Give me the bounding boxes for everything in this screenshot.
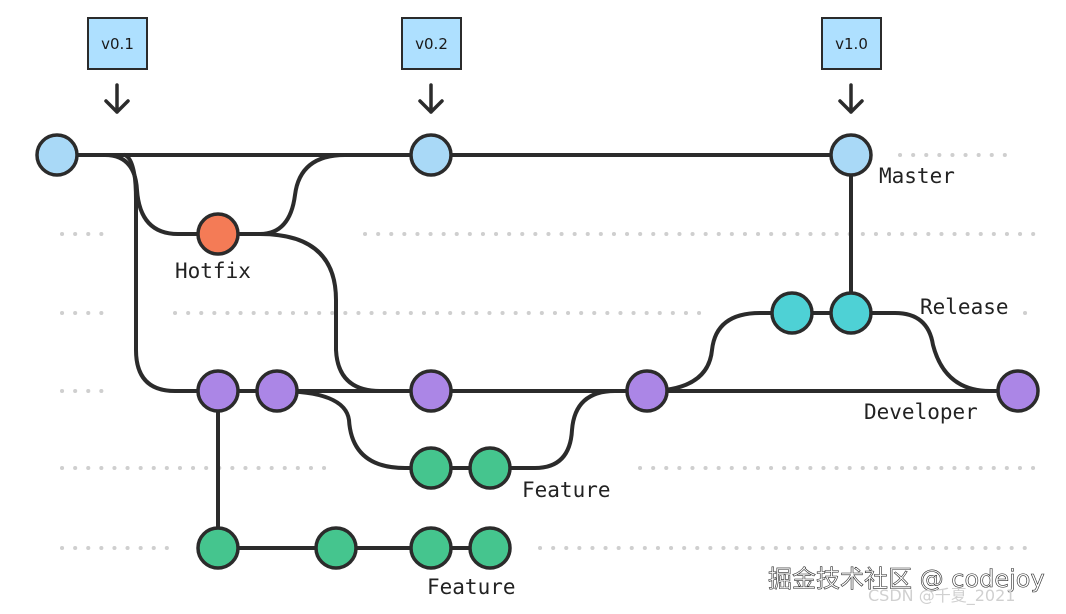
master-commit	[35, 133, 79, 177]
developer-commit	[255, 369, 299, 413]
tag-label: v0.1	[101, 35, 134, 53]
developer-commit	[196, 369, 240, 413]
tag-v0-1: v0.1	[87, 17, 148, 114]
release-commit	[829, 291, 873, 335]
tag-v0-2: v0.2	[401, 17, 462, 114]
release-merge-developer-edge	[849, 311, 992, 393]
tag-box	[401, 17, 462, 70]
hotfix-merge-developer-edge	[258, 232, 382, 393]
lane-labels: Master Hotfix Release Developer Feature …	[175, 164, 1009, 599]
feature1-merge-edge	[488, 389, 617, 470]
down-arrow-icon	[838, 83, 864, 114]
feature1-fork-edge	[275, 389, 492, 470]
developer-commit	[409, 369, 453, 413]
release-fork-edge	[645, 311, 853, 393]
feature-commit	[409, 526, 453, 570]
guide-lines	[60, 153, 1037, 550]
master-commit	[409, 133, 453, 177]
branch-edges	[55, 153, 1020, 550]
developer-commit	[996, 369, 1040, 413]
tag-box	[821, 17, 882, 70]
down-arrow-icon	[104, 83, 130, 114]
developer-fork-edge	[123, 153, 220, 393]
release-commit	[770, 291, 814, 335]
feature-commit	[468, 526, 512, 570]
watermark: 掘金技术社区 @ codejoy CSDN @千夏_2021	[768, 565, 1045, 606]
hotfix-commit	[196, 212, 240, 256]
tag-label: v0.2	[415, 35, 448, 53]
tag-v1-0: v1.0	[821, 17, 882, 114]
feature-commit	[196, 526, 240, 570]
watermark-main: 掘金技术社区 @ codejoy	[768, 565, 1045, 593]
feature-commit	[468, 446, 512, 490]
feature-commit	[314, 526, 358, 570]
tag-box	[87, 17, 148, 70]
commit-nodes	[35, 133, 1040, 570]
feature-commit	[409, 446, 453, 490]
lane-label-master: Master	[879, 164, 955, 188]
watermark-sub: CSDN @千夏_2021	[868, 586, 1015, 606]
developer-commit	[625, 369, 669, 413]
lane-label-hotfix: Hotfix	[175, 259, 251, 283]
version-tags: v0.1 v0.2 v1.0	[87, 17, 882, 114]
tag-label: v1.0	[835, 35, 868, 53]
lane-label-developer: Developer	[864, 400, 978, 424]
lane-label-release: Release	[920, 295, 1009, 319]
lane-label-feature-1: Feature	[522, 478, 611, 502]
down-arrow-icon	[418, 83, 444, 114]
master-commit	[829, 133, 873, 177]
hotfix-merge-master-edge	[216, 153, 347, 236]
lane-label-feature-2: Feature	[427, 575, 516, 599]
